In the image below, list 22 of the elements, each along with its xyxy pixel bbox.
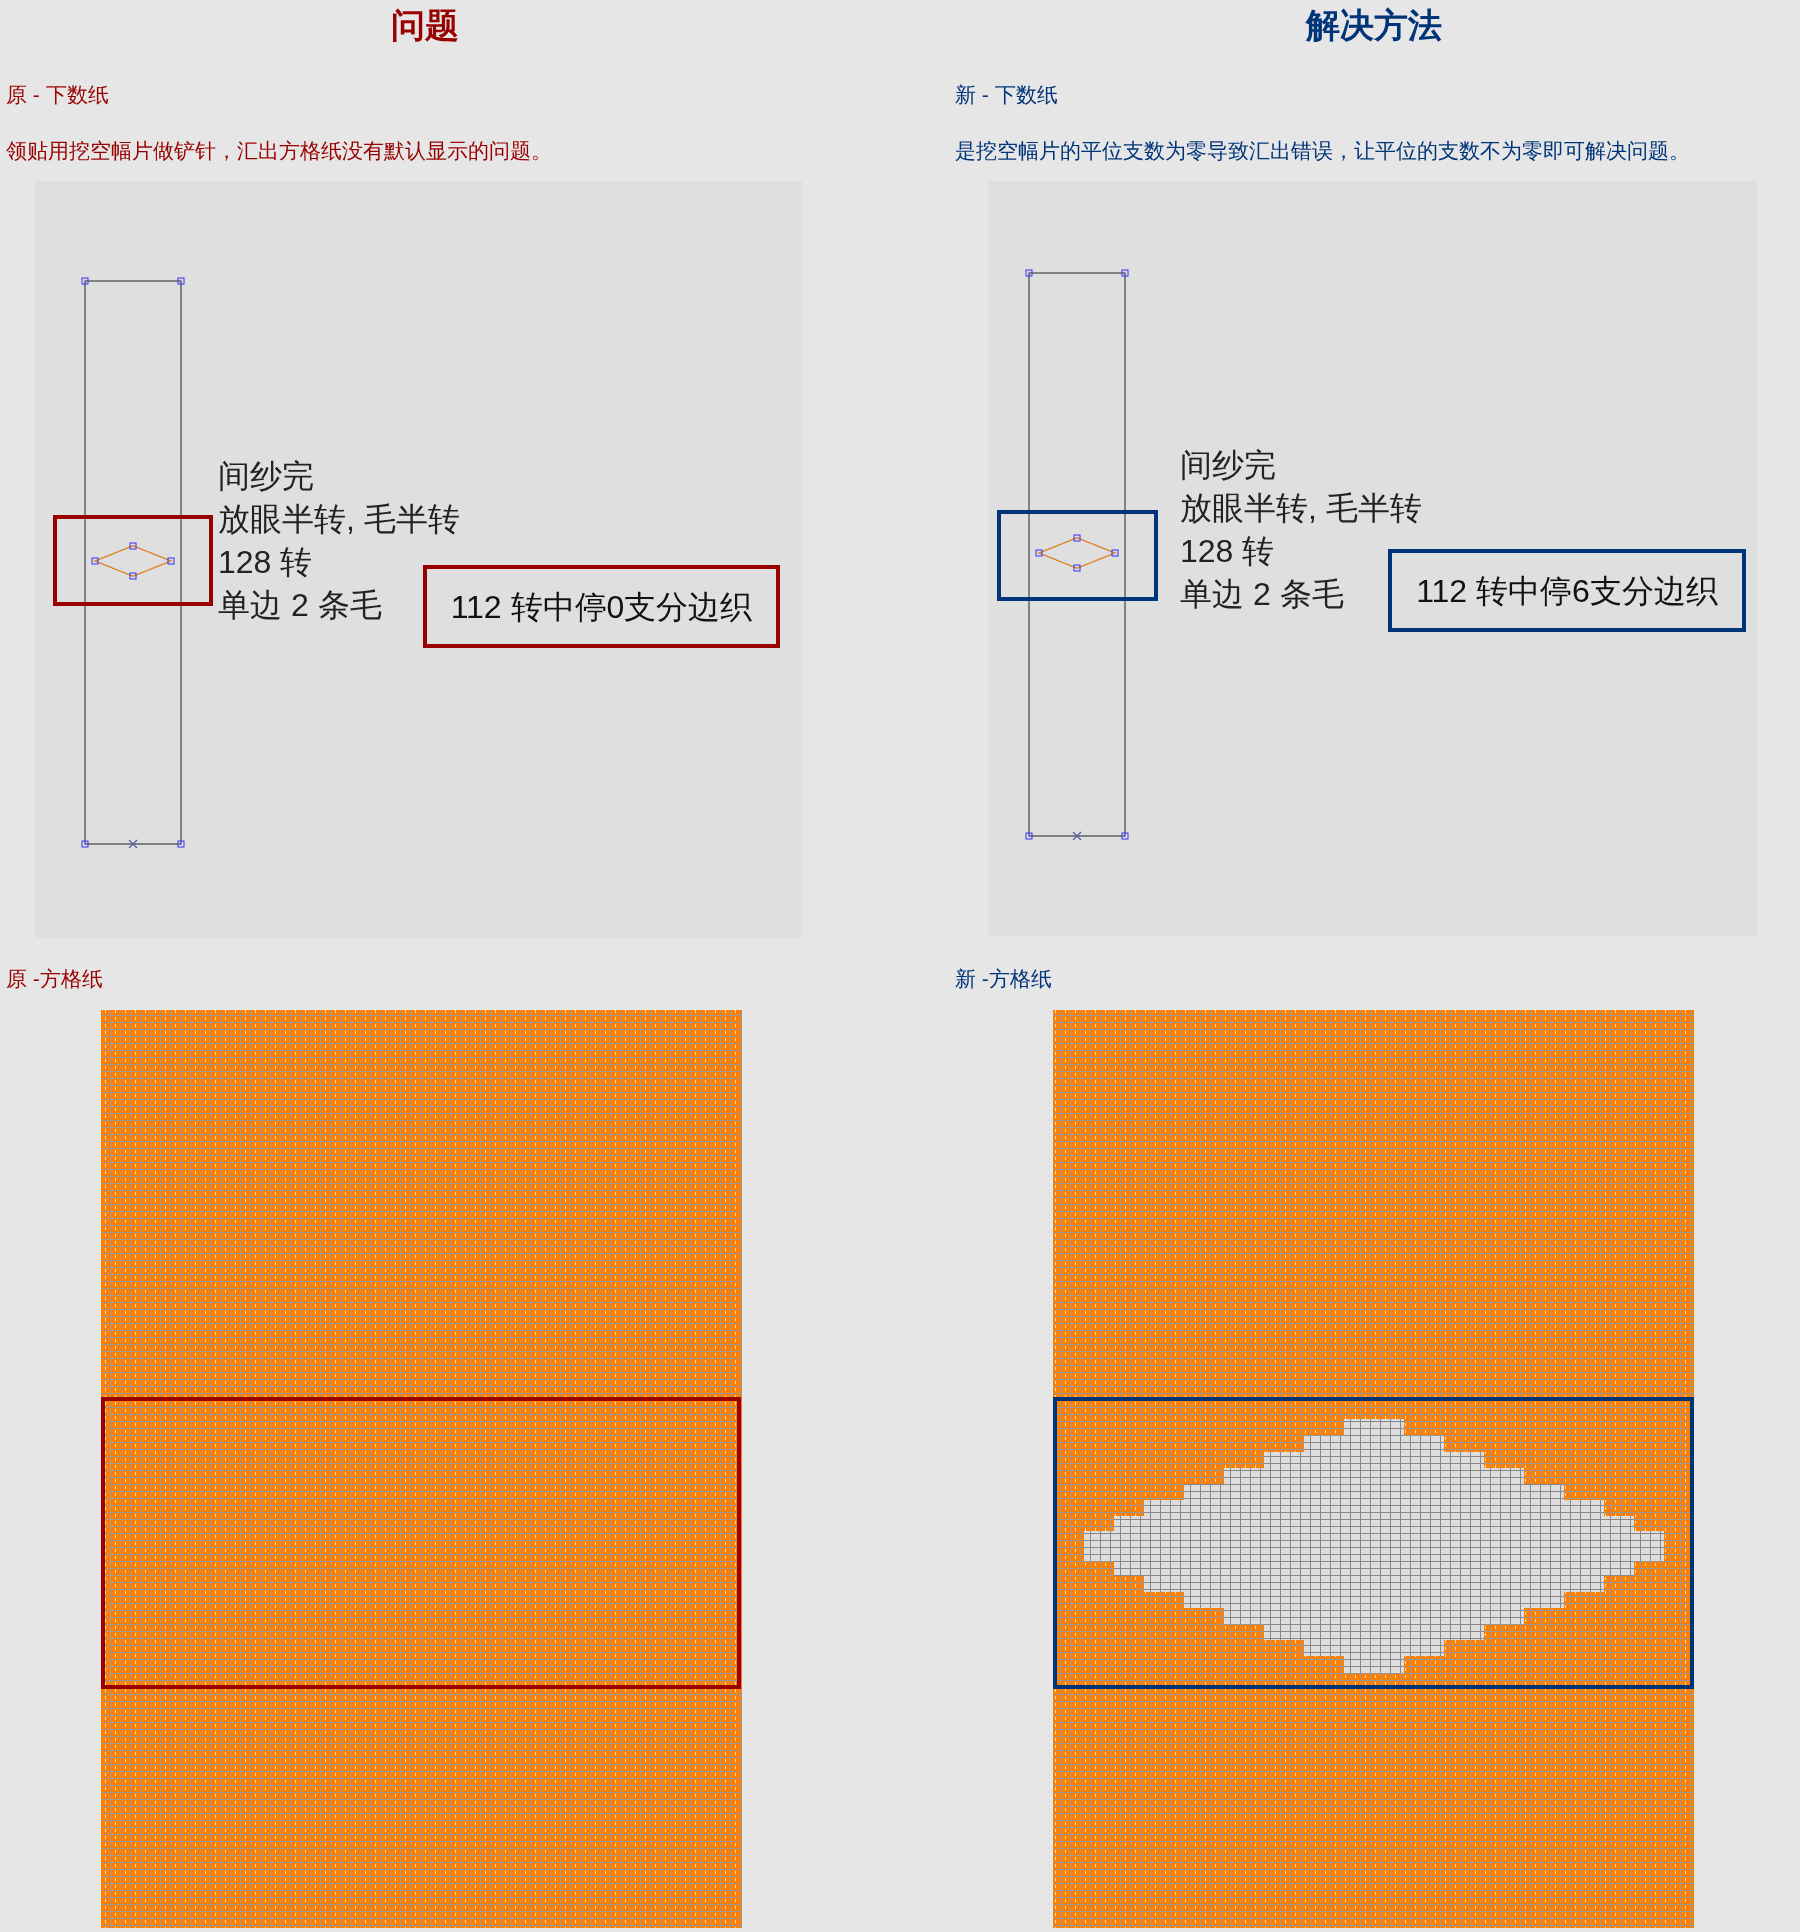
section-label: 新 -方格纸	[955, 966, 1052, 992]
highlight-frame	[53, 515, 213, 606]
description-text: 是挖空幅片的平位支数为零导致汇出错误，让平位的支数不为零即可解决问题。	[955, 138, 1690, 164]
section-label: 原 -方格纸	[6, 966, 103, 992]
annotation-text: 单边 2 条毛	[218, 586, 382, 625]
annotation-text: 放眼半转, 毛半转	[1180, 489, 1422, 528]
highlight-frame	[1053, 1397, 1694, 1689]
annotation-text: 128 转	[1180, 532, 1275, 571]
annotation-text: 间纱完	[1180, 446, 1276, 485]
annotation-text: 放眼半转, 毛半转	[218, 500, 460, 539]
column-heading: 解决方法	[1304, 5, 1443, 46]
annotation-text: 间纱完	[218, 457, 314, 496]
annotation-text: 单边 2 条毛	[1180, 575, 1344, 614]
section-label: 原 - 下数纸	[6, 82, 109, 108]
callout-box: 112 转中停6支分边织	[1388, 549, 1746, 632]
highlight-frame	[101, 1397, 741, 1689]
callout-box: 112 转中停0支分边织	[423, 565, 780, 648]
description-text: 领贴用挖空幅片做铲针，汇出方格纸没有默认显示的问题。	[6, 138, 552, 164]
column-heading: 问题	[390, 5, 460, 46]
section-label: 新 - 下数纸	[955, 82, 1058, 108]
highlight-frame	[997, 510, 1158, 601]
annotation-text: 128 转	[218, 543, 313, 582]
